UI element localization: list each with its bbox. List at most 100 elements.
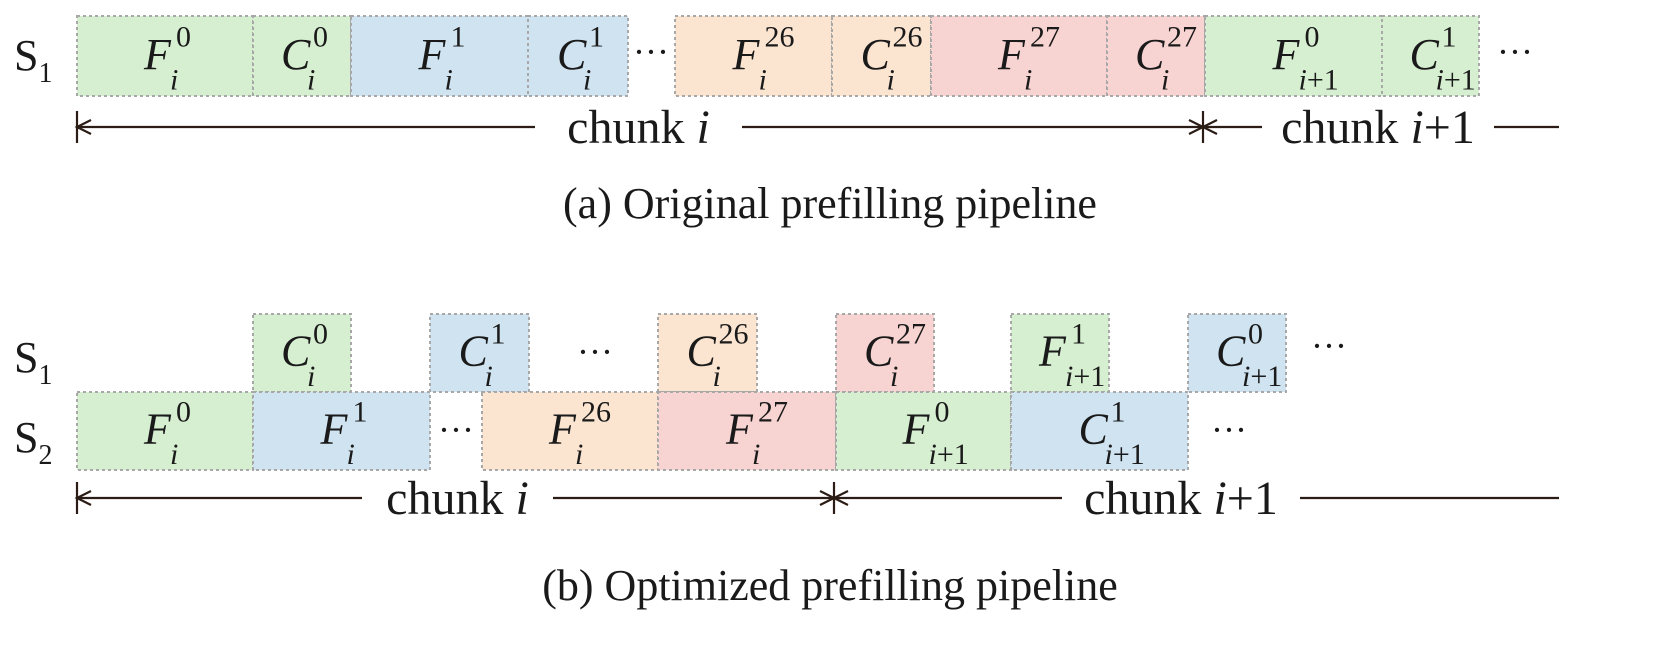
panel-a-block-f-0-superscript: 0 [176,20,191,53]
panel-b-s2-block-f-3-superscript: 27 [758,396,788,429]
panel-a-block-f-0-subscript: i [170,64,178,97]
panel-b-axis-chunk-next-label: chunk i+1 [1084,472,1278,525]
panel-b-s2-block-f-2-label: F [548,404,577,453]
panel-a-block-c-3-superscript: 1 [589,20,604,53]
panel-b-s1-block-c-0-label: C [281,326,311,375]
panel-b-s1-block-f-4-superscript: 1 [1071,318,1086,351]
panel-b-s2-block-f-3-subscript: i [752,438,760,471]
panel-a-ellipsis-2: ··· [1497,32,1533,72]
panel-b-s2-block-f-1-label: F [320,404,349,453]
panel-a-block-f-8-subscript: i+1 [1299,64,1339,97]
panel-b-s2-block-f-4-superscript: 0 [935,396,950,429]
panel-b-s1-block-c-1-label: C [459,326,489,375]
panel-a-block-f-4-subscript: i [759,64,767,97]
panel-b-s2-ellipsis-2: ··· [1211,410,1247,450]
panel-b-s1-ellipsis-1: ··· [577,332,613,372]
panel-a-block-f-2-subscript: i [445,64,453,97]
panel-b-s2-block-f-1-superscript: 1 [353,396,368,429]
panel-b-axis-chunk-i-arrow-left [74,490,92,506]
panel-b-s2-block-f-2-rect [481,391,659,471]
panel-b-s1-block-c-2-subscript: i [713,360,721,393]
panel-b-s1-block-c-3-rect [835,313,935,393]
panel-b-s1-ellipsis-2: ··· [1311,326,1347,366]
panel-b-s1-block-c-2-rect [657,313,758,393]
panel-b-s1-block-c-1-rect [429,313,530,393]
panel-a-block-c-9-subscript: i+1 [1436,64,1476,97]
panel-a-block-c-5-superscript: 26 [893,20,923,53]
panel-a-block-f-6-superscript: 27 [1030,20,1060,53]
panel-a-block-c-9-rect [1381,15,1480,97]
panel-b-s1-block-c-1-superscript: 1 [491,318,506,351]
panel-a-block-f-8-rect [1204,15,1383,97]
caption-b: (b) Optimized prefilling pipeline [542,561,1118,610]
panel-a-block-c-3-rect [527,15,629,97]
panel-b-s1-block-c-3-superscript: 27 [896,318,926,351]
panel-a-stream-s1: S1 [14,31,52,89]
panel-b-s2-block-f-2-subscript: i [575,438,583,471]
panel-a-block-c-3-label: C [557,30,587,79]
panel-b-s2-block-f-4-subscript: i+1 [929,438,969,471]
panel-b-s2-block-f-0-rect [76,391,254,471]
panel-b-s2-block-f-1-rect [252,391,431,471]
panel-a-block-f-2-superscript: 1 [451,20,466,53]
panel-b-s2-block-f-0-label: F [143,404,172,453]
panel-b-s1-block-f-4-rect [1010,313,1110,393]
panel-b-s2-block-f-3-rect [657,391,837,471]
panel-b-s1-block-c-5-subscript: i+1 [1242,360,1282,393]
panel-a-block-c-5-subscript: i [887,64,895,97]
panel-a-ellipsis-1: ··· [633,32,669,72]
panel-a-block-c-7-label: C [1135,30,1165,79]
panel-a-block-f-8-label: F [1272,30,1301,79]
panel-b-axis-chunk-next-arrow-left [831,490,849,506]
panel-b-s1-block-c-5-label: C [1216,326,1246,375]
panel-a-block-c-5-label: C [861,30,891,79]
panel-a-block-f-8-superscript: 0 [1305,20,1320,53]
panel-a-block-f-4-label: F [732,30,761,79]
panel-b-s1-block-c-0-superscript: 0 [313,318,328,351]
panel-a-block-c-9-label: C [1410,30,1440,79]
panel-b-s2-block-f-4-label: F [902,404,931,453]
panel-a-block-c-7-rect [1106,15,1206,97]
panel-a-block-c-3-subscript: i [583,64,591,97]
panel-b-s1-block-c-0-rect [252,313,352,393]
panel-a-axis-chunk-i-arrow-left [74,119,92,135]
panel-b-s1-block-c-1-subscript: i [485,360,493,393]
panel-b-s2-block-f-0-subscript: i [170,438,178,471]
panel-b-s1-block-f-4-label: F [1038,326,1067,375]
panel-b-s1-block-c-5-rect [1187,313,1287,393]
panel-a-block-c-1-rect [252,15,352,97]
panel-b-s2-block-f-1-subscript: i [347,438,355,471]
panel-a-block-c-1-superscript: 0 [313,20,328,53]
panel-a-block-f-6-label: F [997,30,1026,79]
panel-b-s2-block-c-5-rect [1010,391,1189,471]
panel-b-s2-block-c-5-subscript: i+1 [1105,438,1145,471]
panel-a-block-f-4-superscript: 26 [765,20,795,53]
panel-a-block-f-6-rect [930,15,1108,97]
panel-b-stream-s1: S1 [14,333,52,391]
panel-a-block-f-6-subscript: i [1024,64,1032,97]
